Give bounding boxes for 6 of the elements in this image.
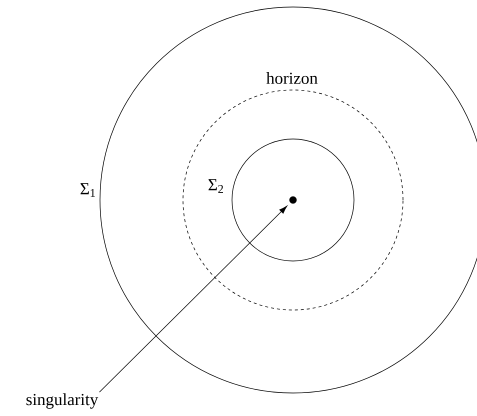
arrow <box>99 206 288 392</box>
node-label: horizon <box>266 72 318 84</box>
node-label: Σ$_{2}$ <box>208 179 223 193</box>
singularity-label: singularity <box>26 393 98 409</box>
node-label: Σ$_{1}$ <box>80 183 95 197</box>
center-dot <box>289 196 297 204</box>
